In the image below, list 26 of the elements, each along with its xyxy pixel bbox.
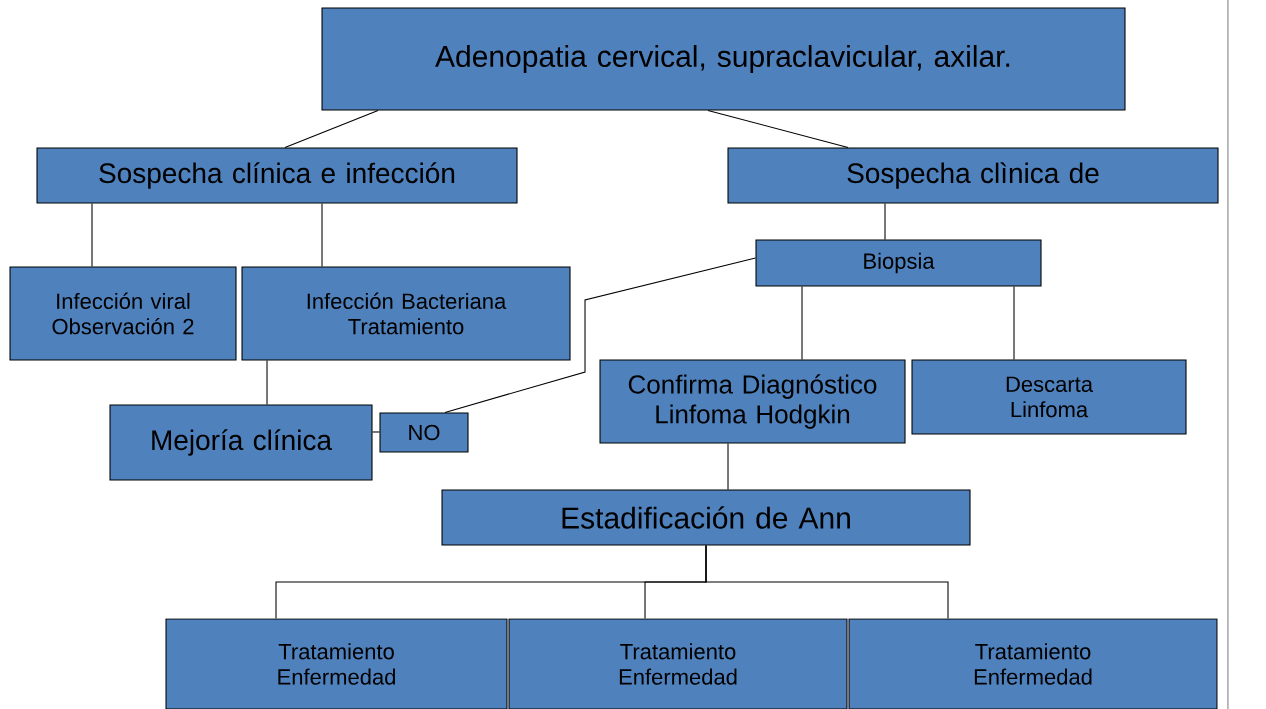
process-box: Infección Bacteriana Tratamiento — [241, 266, 571, 361]
process-box: Tratamiento Enfermedad — [848, 618, 1218, 709]
process-box: Descarta Linfoma — [911, 359, 1187, 435]
connector-line — [705, 545, 949, 619]
process-box: Estadificación de Ann — [441, 489, 971, 546]
connector-line — [372, 431, 380, 433]
process-box: Sospecha clìnica de — [727, 147, 1219, 204]
connector-line — [707, 110, 849, 148]
connector-line — [321, 203, 323, 267]
process-box: Sospecha clínica e infección — [36, 147, 518, 204]
connector-line — [801, 286, 803, 360]
process-box: Infección viral Observación 2 — [9, 266, 237, 361]
connector-line — [91, 203, 93, 267]
process-box: Confirma Diagnóstico Linfoma Hodgkin — [599, 359, 906, 444]
process-box: Mejoría clínica — [109, 404, 373, 481]
process-box: Adenopatia cervical, supraclavicular, axilar. — [321, 7, 1126, 111]
connector-line — [884, 203, 886, 240]
answer-box: NO — [379, 412, 469, 453]
connector-line — [444, 257, 756, 413]
connector-line — [1013, 286, 1015, 360]
process-box: Biopsia — [755, 239, 1042, 287]
process-box: Tratamiento Enfermedad — [165, 618, 508, 709]
connector-line — [266, 360, 268, 405]
connector-line — [284, 110, 379, 148]
connector-line — [727, 443, 729, 490]
process-box: Tratamiento Enfermedad — [508, 618, 848, 709]
